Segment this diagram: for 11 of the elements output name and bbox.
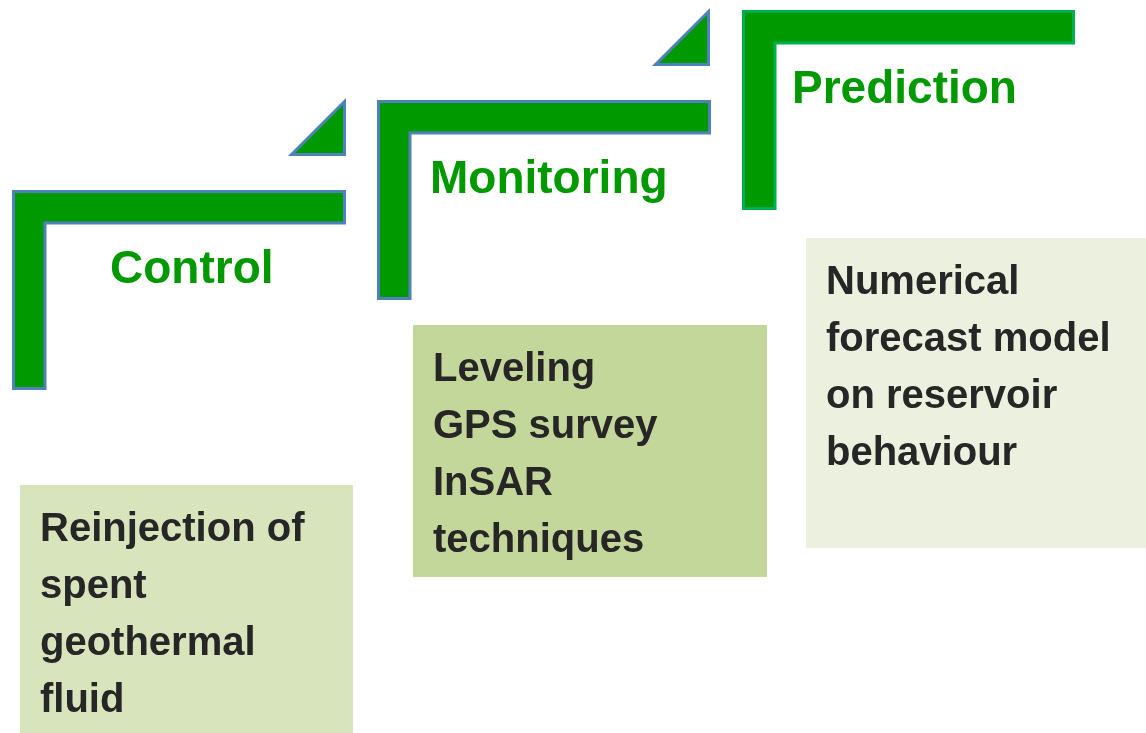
panel-text: Numerical forecast model on reservoir behaviour — [826, 257, 1112, 475]
step-heading: Control — [110, 242, 274, 293]
step-heading: Monitoring — [430, 152, 668, 203]
text-panel — [20, 485, 353, 733]
panel-text: GPS survey — [433, 401, 659, 448]
panel-text: Leveling — [433, 344, 597, 391]
text-panel — [806, 238, 1146, 548]
panel-text: Reinjection of spent geothermal fluid — [40, 504, 306, 722]
panel-text: InSAR techniques — [433, 458, 646, 562]
text-panel — [413, 325, 767, 577]
step-heading: Prediction — [792, 62, 1017, 113]
